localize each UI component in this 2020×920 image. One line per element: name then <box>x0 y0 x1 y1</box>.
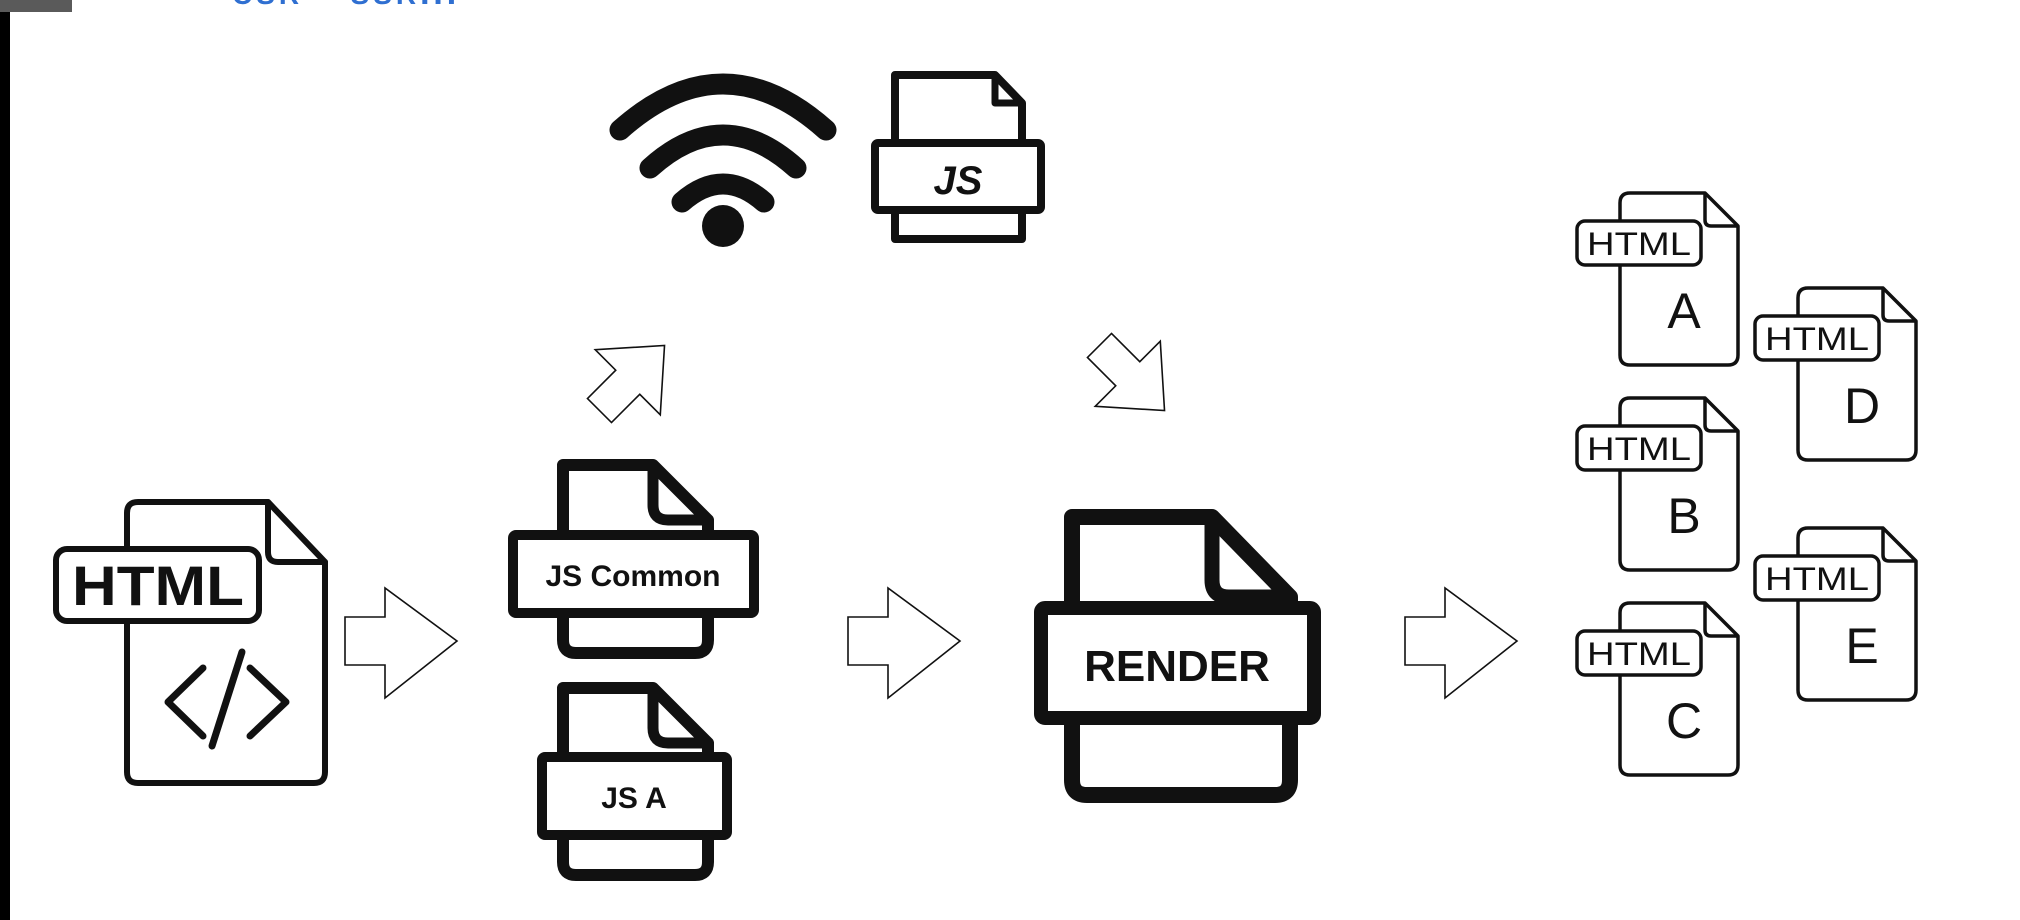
html-file-icon <box>1575 396 1740 572</box>
render-label: RENDER <box>1084 642 1270 691</box>
html-page-letter: C <box>1666 693 1702 749</box>
html-page-letter: B <box>1667 488 1700 544</box>
js-file-icon <box>508 459 759 659</box>
arrow-js-to-network <box>586 344 666 424</box>
html-page-d: HTML D <box>1753 286 1918 462</box>
arrow-js-to-render <box>847 586 962 700</box>
html-page-tag: HTML <box>1587 226 1691 262</box>
html-page-a: HTML A <box>1575 191 1740 367</box>
arrow-icon <box>586 332 1166 424</box>
js-a-label: JS A <box>601 782 667 815</box>
html-page-tag: HTML <box>1765 561 1869 597</box>
js-file-icon <box>871 71 1045 243</box>
js-download-label: JS <box>934 159 983 203</box>
arrow-icon <box>344 586 1519 700</box>
js-file-icon <box>537 682 732 881</box>
html-page-b: HTML B <box>1575 396 1740 572</box>
html-page-c: HTML C <box>1575 601 1740 777</box>
html-pages-group: HTML A HTML B HTML C HTML D HTML E <box>1575 191 1918 777</box>
partial-header-title: CSR ─ SSR․․․ <box>232 0 460 10</box>
html-page-letter: A <box>1667 283 1701 339</box>
arrow-render-to-pages <box>1404 586 1519 700</box>
html-file-icon <box>1575 601 1740 777</box>
html-page-tag: HTML <box>1587 431 1691 467</box>
html-source-label: HTML <box>72 554 244 617</box>
wifi-icon <box>609 73 837 247</box>
window-edge <box>0 0 10 920</box>
html-file-icon <box>1753 286 1918 462</box>
html-code-file-icon <box>53 499 328 786</box>
arrow-network-to-render <box>1086 332 1166 412</box>
html-page-letter: D <box>1844 378 1880 434</box>
html-page-tag: HTML <box>1587 636 1691 672</box>
html-page-tag: HTML <box>1765 321 1869 357</box>
arrow-html-to-js <box>344 586 459 700</box>
html-page-letter: E <box>1845 618 1878 674</box>
corner-block <box>0 0 72 12</box>
html-file-icon <box>1753 526 1918 702</box>
render-file-icon <box>1034 509 1321 803</box>
js-common-label: JS Common <box>545 560 720 593</box>
html-file-icon <box>1575 191 1740 367</box>
html-page-e: HTML E <box>1753 526 1918 702</box>
